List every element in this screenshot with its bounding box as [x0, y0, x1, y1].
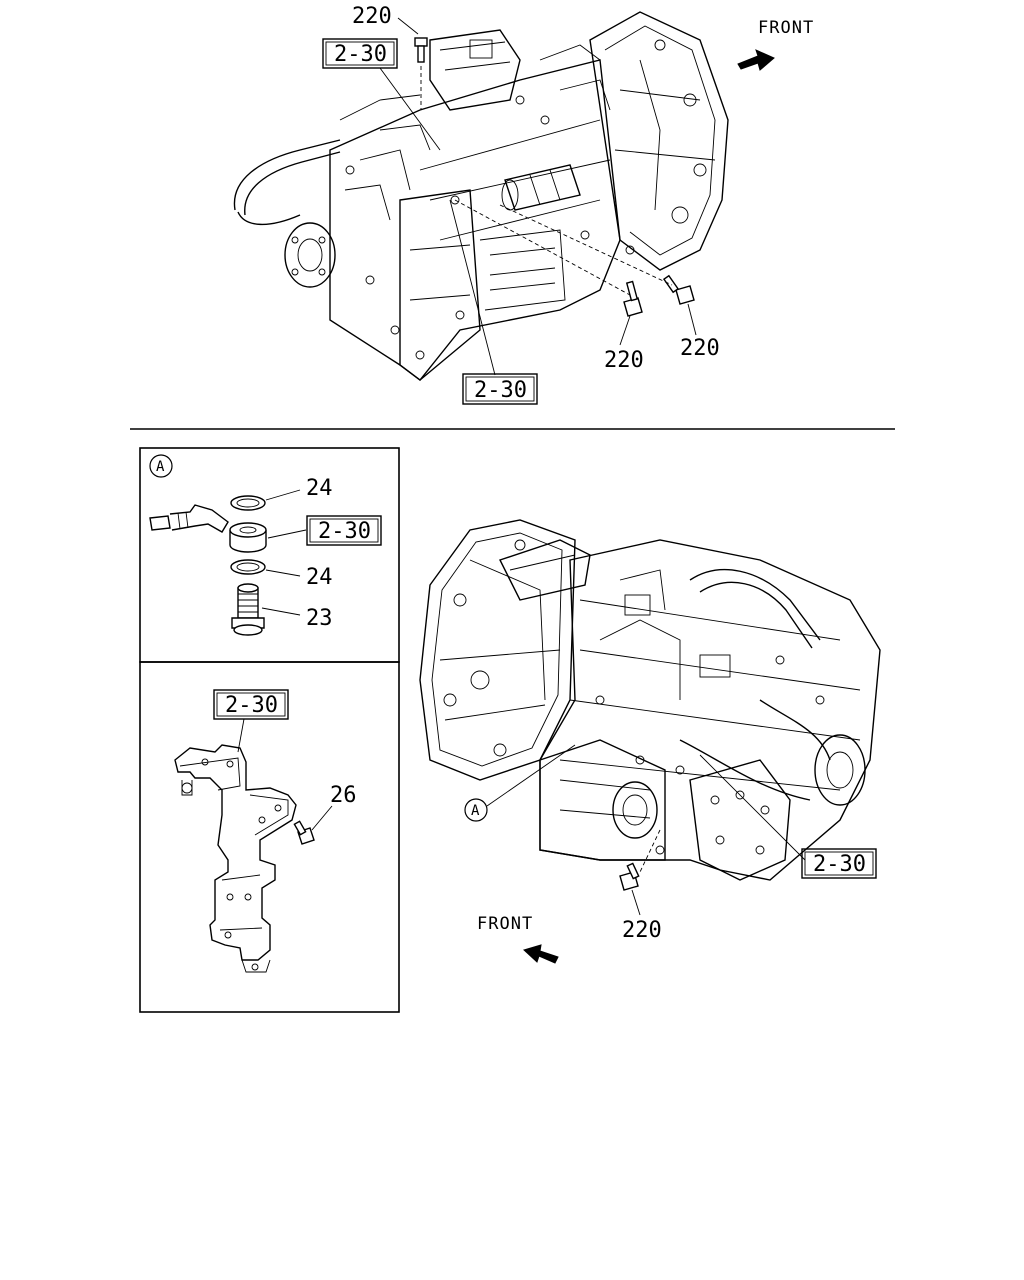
callout-24-lower: 24	[306, 565, 333, 590]
front-label-bottom: FRONT	[477, 914, 533, 934]
ref-box-2-30-bottom: 2-30	[801, 848, 877, 879]
eye-bolt-23	[231, 583, 265, 636]
bottom-transmission-view: A 2-30 220 FRONT	[419, 519, 881, 964]
bolt-220-top	[414, 37, 428, 63]
view-marker-a: A	[464, 798, 488, 822]
svg-text:2-30: 2-30	[474, 378, 527, 403]
bolt-220-right	[662, 274, 695, 305]
svg-text:2-30: 2-30	[334, 42, 387, 67]
detail-marker-a: A	[149, 454, 173, 478]
callout-220-bottom: 220	[622, 918, 662, 943]
front-label-top: FRONT	[758, 18, 814, 38]
front-arrow-icon-bottom	[523, 944, 559, 964]
bolt-220-mid	[623, 280, 643, 317]
svg-text:2-30: 2-30	[318, 519, 371, 544]
callout-220-mid: 220	[604, 348, 644, 373]
banjo-fitting	[229, 522, 267, 553]
bolt-220-bottom	[619, 862, 640, 891]
ref-box-2-30-bracket: 2-30	[213, 689, 289, 720]
svg-text:2-30: 2-30	[813, 852, 866, 877]
mounting-bracket	[174, 744, 297, 973]
svg-text:A: A	[471, 803, 480, 819]
bracket-panel: 2-30 26	[139, 661, 400, 1013]
ref-box-2-30-top: 2-30	[322, 38, 398, 69]
ref-box-2-30-lower: 2-30	[462, 373, 538, 405]
callout-220-right: 220	[680, 336, 720, 361]
top-transmission-view: FRONT 220 2-30 220 220	[233, 4, 814, 405]
callout-24-upper: 24	[306, 476, 333, 501]
detail-a-panel: A 24 2-30 24	[139, 447, 400, 663]
callout-220-top: 220	[352, 4, 392, 29]
washer-24-lower	[230, 559, 266, 575]
washer-24-upper	[230, 495, 266, 511]
ref-box-2-30-detail: 2-30	[306, 515, 382, 546]
callout-23: 23	[306, 606, 333, 631]
svg-text:A: A	[156, 459, 165, 475]
bolt-26	[293, 820, 315, 845]
front-arrow-icon	[737, 49, 775, 71]
svg-text:2-30: 2-30	[225, 693, 278, 718]
callout-26: 26	[330, 783, 357, 808]
